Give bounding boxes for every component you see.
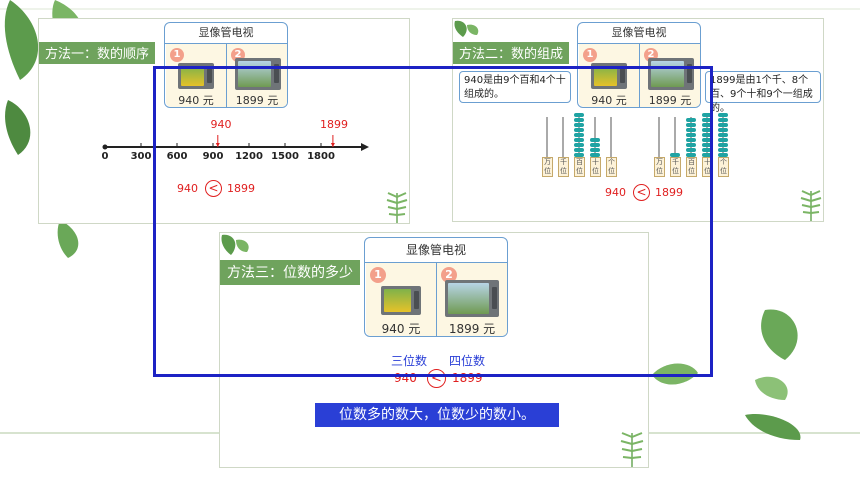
less-than-sign: < xyxy=(633,184,650,201)
leaf-decoration xyxy=(221,234,249,255)
explanation-bubble-1899: 1899是由1个千、8个百、9个十和9个一组成的。 xyxy=(705,71,821,114)
mark-940-label: 940 xyxy=(210,118,232,131)
place-label: 十位 xyxy=(590,157,601,177)
compare-right-number: 1899 xyxy=(655,186,683,199)
explanation-bubble-940: 940是由9个百和4个十组成的。 xyxy=(459,71,571,103)
item-two-price: 1899 元 xyxy=(235,94,279,107)
place-label: 万位 xyxy=(542,157,553,177)
divider-line xyxy=(0,8,860,10)
leaf-decoration xyxy=(454,20,479,37)
large-tv-image xyxy=(235,58,281,90)
number-line-ticks xyxy=(140,143,322,147)
tick-labels: 0 300 600 900 1200 1500 1800 xyxy=(39,151,411,165)
place-label: 个位 xyxy=(606,157,617,177)
tick-label: 1200 xyxy=(235,151,263,162)
abacus-940: 万位 千位 百位 十位 个位 xyxy=(539,111,619,177)
method-one-tag: 方法一：数的顺序 xyxy=(39,42,156,64)
place-label: 千位 xyxy=(670,157,681,177)
large-tv-image xyxy=(648,58,694,90)
item-one-badge: 1 xyxy=(583,48,597,62)
item-one-badge: 1 xyxy=(370,267,386,283)
abacus-1899: 万位 千位 百位 十位 个位 xyxy=(651,111,731,177)
place-label: 千位 xyxy=(558,157,569,177)
tv-title: 显像管电视 xyxy=(365,238,507,263)
item-two-price: 1899 元 xyxy=(648,94,692,107)
highlight-rectangle xyxy=(153,66,713,377)
less-than-sign: < xyxy=(205,180,222,197)
tick-label: 900 xyxy=(202,151,224,162)
place-label: 百位 xyxy=(574,157,585,177)
item-two-price: 1899 元 xyxy=(448,322,496,336)
fern-decoration xyxy=(800,190,822,221)
item-two-badge: 2 xyxy=(441,267,457,283)
item-one-badge: 1 xyxy=(170,48,184,62)
conclusion-banner: 位数多的数大，位数少的数小。 xyxy=(315,403,559,427)
small-tv-image xyxy=(381,286,421,315)
tick-label: 0 xyxy=(101,151,109,162)
tick-label: 1800 xyxy=(307,151,335,162)
compare-left-number: 940 xyxy=(177,182,198,195)
method-three-panel: 方法三：位数的多少 显像管电视 1 2 940 元 1899 元 三位数 四位数… xyxy=(219,232,649,468)
tv-price-box: 显像管电视 1 2 940 元 1899 元 xyxy=(577,22,701,108)
item-one-price: 940 元 xyxy=(591,94,627,107)
number-line xyxy=(102,135,369,151)
tv-title: 显像管电视 xyxy=(165,23,287,44)
method-two-panel: 方法二：数的组成 显像管电视 1 2 940 元 1899 元 940是由9个百… xyxy=(452,18,824,222)
tick-label: 600 xyxy=(166,151,188,162)
large-tv-image xyxy=(445,280,499,317)
fern-decoration xyxy=(386,192,408,223)
three-digit-label: 三位数 xyxy=(390,354,427,368)
comparison: 940 < 1899 xyxy=(177,180,277,198)
cell-divider xyxy=(639,44,640,108)
tv-title: 显像管电视 xyxy=(578,23,700,44)
four-digit-label: 四位数 xyxy=(448,354,485,368)
tick-label: 300 xyxy=(130,151,152,162)
mark-1899-label: 1899 xyxy=(320,118,348,131)
tv-price-box: 显像管电视 1 2 940 元 1899 元 xyxy=(364,237,508,337)
leaf-decoration xyxy=(745,309,801,440)
compare-right-number: 1899 xyxy=(227,182,255,195)
less-than-sign: < xyxy=(427,369,446,388)
method-two-tag: 方法二：数的组成 xyxy=(453,42,570,64)
fern-decoration xyxy=(620,432,644,467)
tick-label: 1500 xyxy=(271,151,299,162)
place-label: 万位 xyxy=(654,157,665,177)
method-one-panel: 方法一：数的顺序 显像管电视 1 2 940 元 1899 元 940 1899 xyxy=(38,18,410,224)
comparison: 940 < 1899 xyxy=(605,184,705,202)
cell-divider xyxy=(436,263,437,337)
item-one-price: 940 元 xyxy=(381,322,421,336)
compare-left-number: 940 xyxy=(605,186,626,199)
place-label: 个位 xyxy=(718,157,729,177)
cell-divider xyxy=(226,44,227,108)
item-one-price: 940 元 xyxy=(178,94,214,107)
place-label: 百位 xyxy=(686,157,697,177)
tv-price-box: 显像管电视 1 2 940 元 1899 元 xyxy=(164,22,288,108)
method-three-tag: 方法三：位数的多少 xyxy=(220,260,360,285)
